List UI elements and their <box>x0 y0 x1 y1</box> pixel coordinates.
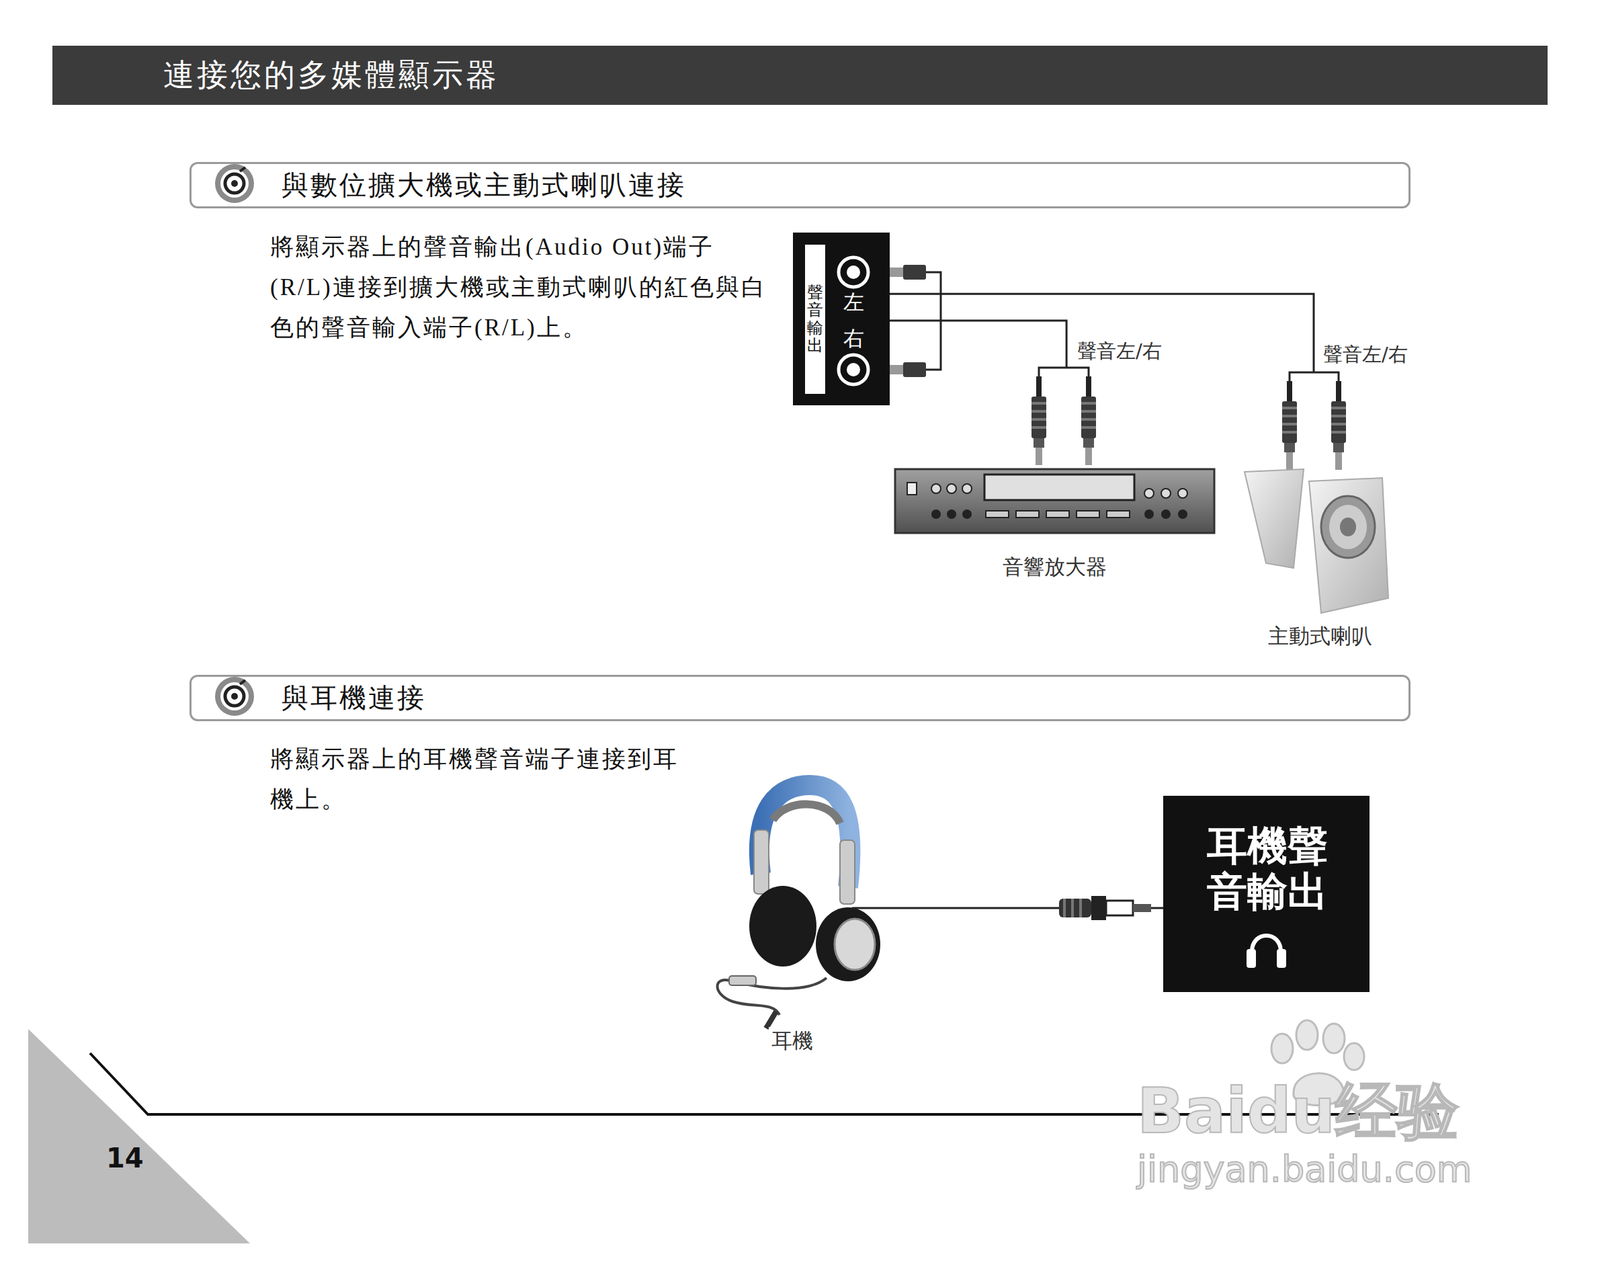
headphones: 耳機 <box>704 779 881 1056</box>
channel-label: 右 <box>843 324 865 353</box>
part-label: 耳機 <box>768 1026 816 1056</box>
part-label: 音響放大器 <box>999 553 1110 582</box>
page-corner <box>28 1028 250 1244</box>
speaker-drawing <box>1244 372 1389 613</box>
edge-label: 聲音左/右 <box>1321 341 1410 369</box>
edge-label: 聲音左/右 <box>1075 338 1164 365</box>
headphone-plug <box>1059 895 1152 920</box>
amplifier-drawing <box>895 367 1215 533</box>
page-number: 14 <box>106 1142 144 1174</box>
section-title: 與耳機連接 <box>281 679 427 717</box>
amplifier: 音響放大器 <box>895 367 1215 582</box>
section-title: 與數位擴大機或主動式喇叭連接 <box>281 166 687 204</box>
paragraph: 將顯示器上的耳機聲音端子連接到耳機上。 <box>270 739 701 820</box>
channel-label: 左 <box>843 288 865 317</box>
box-label: 耳機聲音輸出 <box>1190 822 1345 914</box>
headphone-out-box: 耳機聲音輸出 <box>1163 795 1370 992</box>
section-header: 與耳機連接 <box>189 674 1411 722</box>
watermark: Baidu经验 <box>1137 1069 1459 1154</box>
active-speaker: 主動式喇叭 <box>1242 372 1398 651</box>
audio-cable <box>889 320 1067 368</box>
title-bar: 連接您的多媒體顯示器 <box>52 45 1548 105</box>
headphones-drawing <box>717 784 881 1029</box>
paragraph: 將顯示器上的聲音輸出(Audio Out)端子(R/L)連接到擴大機或主動式喇叭… <box>270 227 773 349</box>
section-icon <box>199 161 265 205</box>
section-icon <box>199 674 265 718</box>
watermark: jingyan.baidu.com <box>1137 1147 1472 1191</box>
section-header: 與數位擴大機或主動式喇叭連接 <box>189 161 1411 209</box>
part-label: 主動式喇叭 <box>1265 622 1375 651</box>
vertical-label: 聲音輸出 <box>807 283 824 355</box>
page-title: 連接您的多媒體顯示器 <box>52 45 1548 105</box>
audio-out-panel: 聲音輸出 左右 <box>792 232 890 406</box>
audio-cable <box>889 293 1314 373</box>
